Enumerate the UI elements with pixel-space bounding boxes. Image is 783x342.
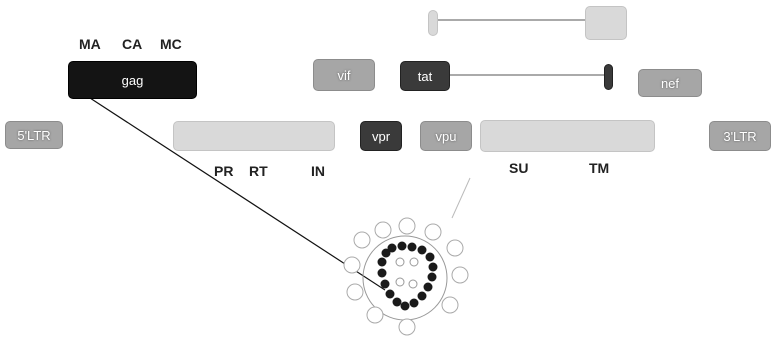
gag-mc-label: MC <box>160 36 182 52</box>
pol-rt-label: RT <box>249 163 268 179</box>
nef-gene: nef <box>638 69 702 97</box>
capsid-core <box>378 242 438 311</box>
envelope-spike <box>375 222 391 238</box>
ltr3-box: 3'LTR <box>709 121 771 151</box>
envelope-spike <box>354 232 370 248</box>
vpu-gene: vpu <box>420 121 472 151</box>
ltr3-label: 3'LTR <box>723 129 756 144</box>
envelope-spike <box>347 284 363 300</box>
vpr-label: vpr <box>372 129 390 144</box>
envelope-spike <box>442 297 458 313</box>
ltr5-box: 5'LTR <box>5 121 63 149</box>
env-su-label: SU <box>509 160 528 176</box>
envelope-spike <box>367 307 383 323</box>
envelope-spike <box>399 218 415 234</box>
pol-pr-label: PR <box>214 163 233 179</box>
env-gene <box>480 120 655 152</box>
vif-label: vif <box>338 68 351 83</box>
vpu-label: vpu <box>436 129 457 144</box>
tat-label: tat <box>418 69 432 84</box>
virion-particle <box>344 218 468 335</box>
vpr-gene: vpr <box>360 121 402 151</box>
gag-ma-label: MA <box>79 36 101 52</box>
rev-exon1-box <box>428 10 438 36</box>
rev-exon2-box <box>585 6 627 40</box>
envelope-spike <box>399 319 415 335</box>
envelope-spike <box>425 224 441 240</box>
tat-exon2-box <box>604 64 613 90</box>
gag-gene: gag <box>68 61 197 99</box>
pol-in-label: IN <box>311 163 325 179</box>
nef-label: nef <box>661 76 679 91</box>
pol-gene <box>173 121 335 151</box>
gag-label: gag <box>122 73 144 88</box>
envelope-spike <box>447 240 463 256</box>
vif-gene: vif <box>313 59 375 91</box>
envelope-spike <box>452 267 468 283</box>
env-to-envelope-line <box>452 178 470 218</box>
envelope-spike <box>344 257 360 273</box>
tat-gene: tat <box>400 61 450 91</box>
ltr5-label: 5'LTR <box>17 128 50 143</box>
genome-rna <box>396 258 418 288</box>
env-tm-label: TM <box>589 160 609 176</box>
gag-ca-label: CA <box>122 36 142 52</box>
